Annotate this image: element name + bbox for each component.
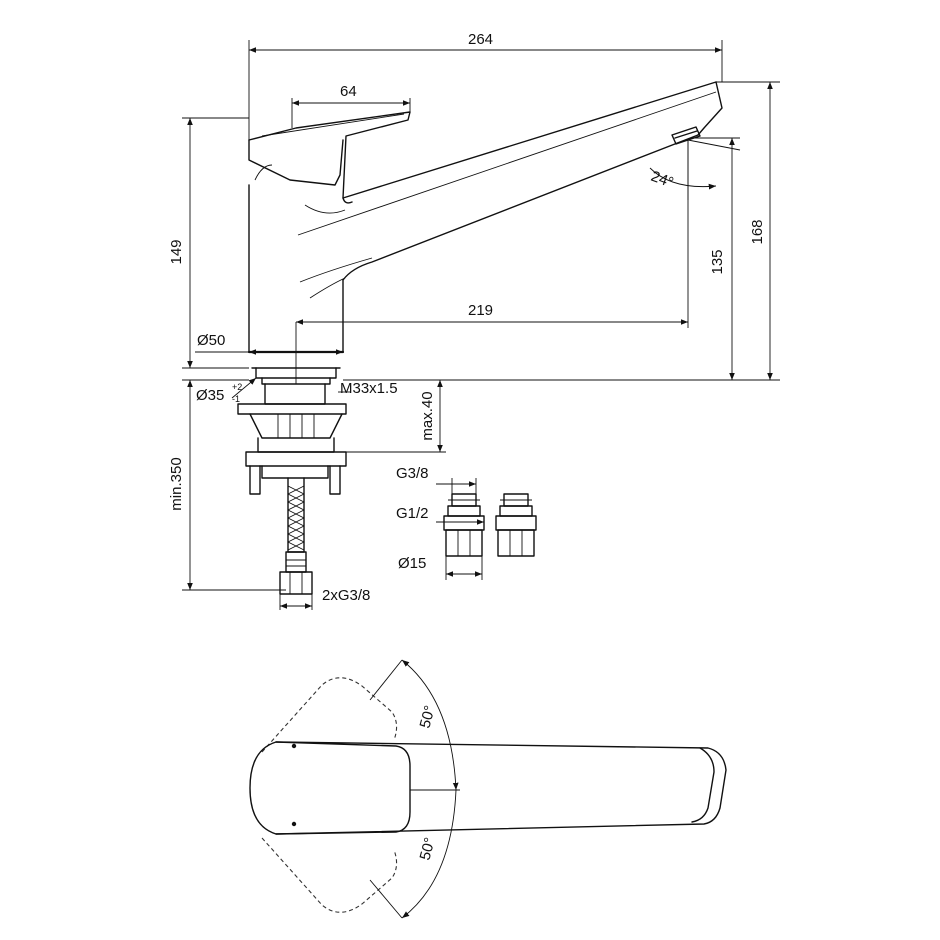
- min-350-label: min.350: [168, 457, 185, 510]
- hose-label: 2xG3/8: [322, 587, 370, 604]
- dim-64-label: 64: [340, 83, 357, 100]
- connector-left: [443, 493, 485, 557]
- tolerance-plus-label: +2: [232, 382, 242, 392]
- angle-50-lower-label: 50°: [417, 836, 439, 862]
- dim-219-label: 219: [468, 302, 493, 319]
- dia-35-label: Ø35: [196, 387, 224, 404]
- labels: 264 64 149 168 135 219 24° Ø50 Ø35 +2 -1…: [168, 31, 766, 862]
- connector-right: [495, 493, 537, 557]
- faucet-top-view: [249, 659, 727, 919]
- tolerance-minus-label: -1: [232, 394, 240, 404]
- dia-15-label: Ø15: [398, 555, 426, 572]
- angle-24-label: 24°: [649, 168, 676, 192]
- dim-168-label: 168: [749, 219, 766, 244]
- g12-label: G1/2: [396, 505, 429, 522]
- dim-264-label: 264: [468, 31, 493, 48]
- dia-50-label: Ø50: [197, 332, 225, 349]
- max-40-label: max.40: [419, 391, 436, 440]
- dimension-lines: [182, 40, 780, 610]
- g38-label: G3/8: [396, 465, 429, 482]
- thread-label: M33x1.5: [340, 380, 398, 397]
- angle-50-upper-label: 50°: [417, 704, 439, 730]
- dim-149-label: 149: [168, 239, 185, 264]
- dim-135-label: 135: [709, 249, 726, 274]
- faucet-side-view: [247, 81, 723, 385]
- mounting-set: [237, 383, 347, 595]
